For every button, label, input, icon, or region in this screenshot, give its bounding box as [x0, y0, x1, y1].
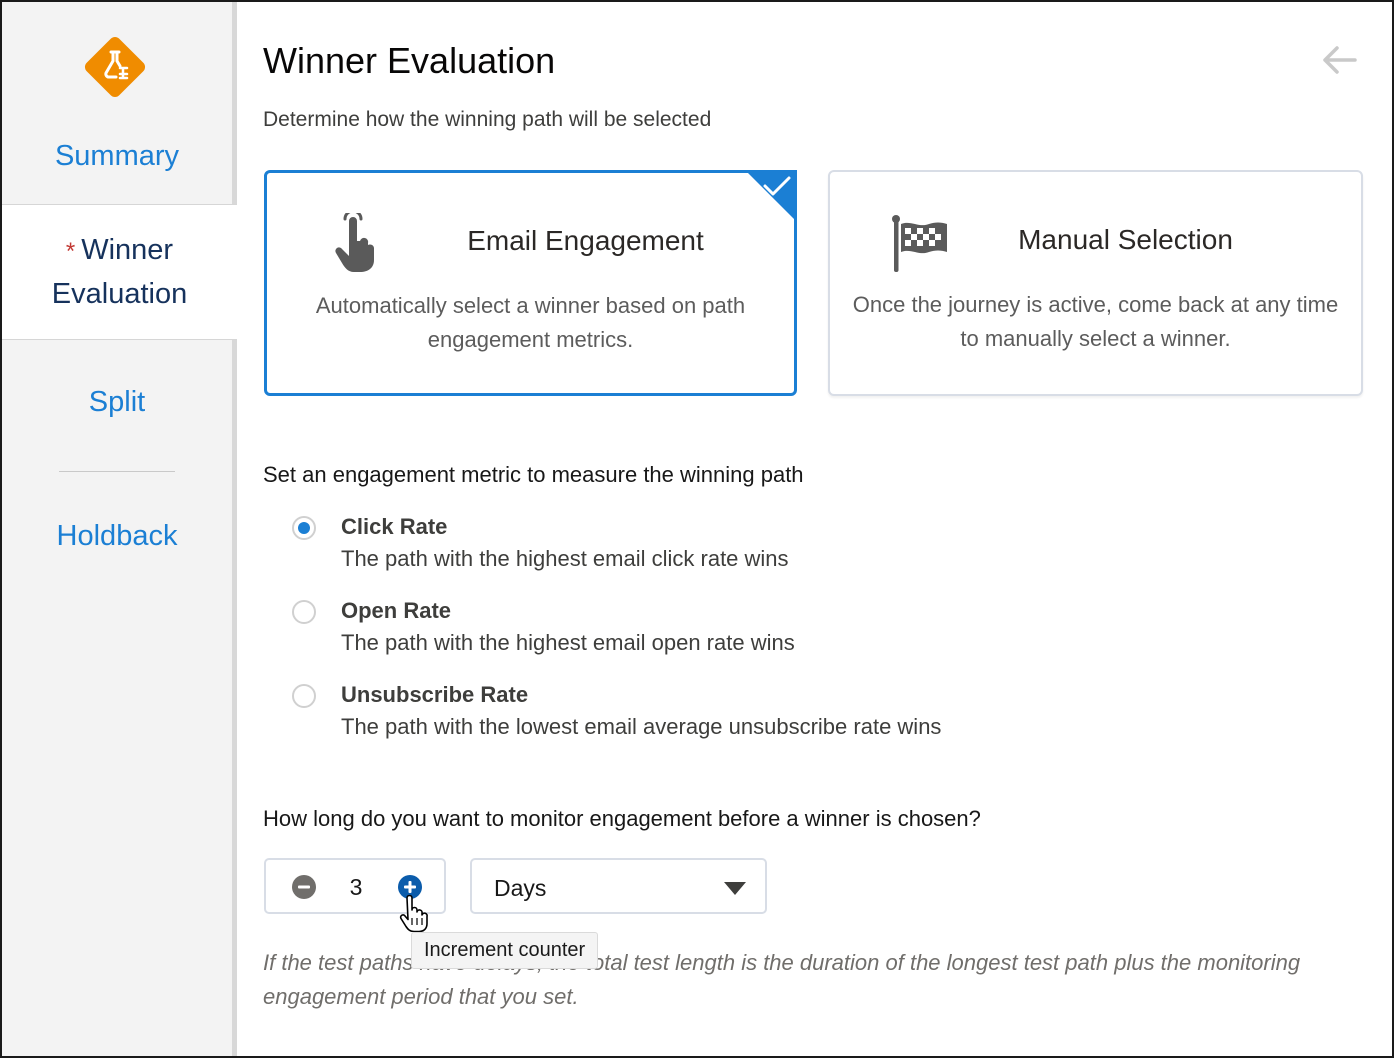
plus-circle-icon[interactable] — [397, 874, 423, 900]
card-title: Manual Selection — [1018, 224, 1233, 255]
radio-title: Unsubscribe Rate — [341, 682, 529, 707]
duration-unit-select[interactable]: Days — [470, 858, 767, 914]
radio-description: The path with the lowest email average u… — [341, 714, 942, 739]
radio-button[interactable] — [292, 684, 316, 708]
duration-stepper: 3 — [264, 858, 446, 914]
card-description: Once the journey is active, come back at… — [852, 292, 1339, 351]
sidebar-item-label: Summary — [54, 140, 180, 172]
counter-value[interactable]: 3 — [349, 874, 363, 900]
sidebar-item-winner-evaluation[interactable]: *Winner Evaluation — [2, 204, 237, 340]
page-title: Winner Evaluation — [263, 40, 556, 81]
radio-button[interactable] — [292, 516, 316, 540]
required-mark: * — [65, 238, 76, 265]
radio-title: Open Rate — [341, 598, 452, 623]
select-value: Days — [494, 875, 547, 901]
radio-button[interactable] — [292, 600, 316, 624]
minus-circle-icon[interactable] — [291, 874, 317, 900]
sidebar: Summary *Winner Evaluation Split Holdbac… — [2, 2, 237, 1056]
radio-description: The path with the highest email open rat… — [341, 630, 795, 655]
flask-icon — [84, 36, 146, 98]
manual-selection-card[interactable]: Manual Selection Once the journey is act… — [828, 170, 1363, 396]
monitor-section-label: How long do you want to monitor engageme… — [263, 806, 981, 831]
page-subtitle: Determine how the winning path will be s… — [263, 108, 712, 131]
sidebar-item-label: Winner — [81, 234, 174, 266]
radio-description: The path with the highest email click ra… — [341, 546, 789, 571]
radio-title: Click Rate — [341, 514, 448, 539]
card-title: Email Engagement — [467, 225, 704, 256]
back-arrow-icon[interactable] — [1321, 44, 1357, 76]
sidebar-item-label: Split — [88, 386, 146, 418]
increment-tooltip: Increment counter — [411, 932, 599, 969]
metric-section-label: Set an engagement metric to measure the … — [263, 462, 804, 487]
touch-hand-icon — [335, 213, 374, 272]
checkmark-icon — [763, 176, 791, 196]
sidebar-item-label-line2: Evaluation — [51, 278, 188, 310]
sidebar-item-holdback[interactable]: Holdback — [2, 520, 232, 553]
caret-down-icon — [724, 882, 746, 895]
sidebar-item-label: Holdback — [56, 520, 178, 552]
email-engagement-card[interactable]: Email Engagement Automatically select a … — [264, 170, 797, 396]
sidebar-item-split[interactable]: Split — [2, 386, 232, 419]
sidebar-divider — [59, 471, 175, 472]
sidebar-item-summary[interactable]: Summary — [2, 140, 232, 173]
checkered-flag-icon — [892, 215, 947, 272]
card-description: Automatically select a winner based on p… — [315, 293, 746, 352]
